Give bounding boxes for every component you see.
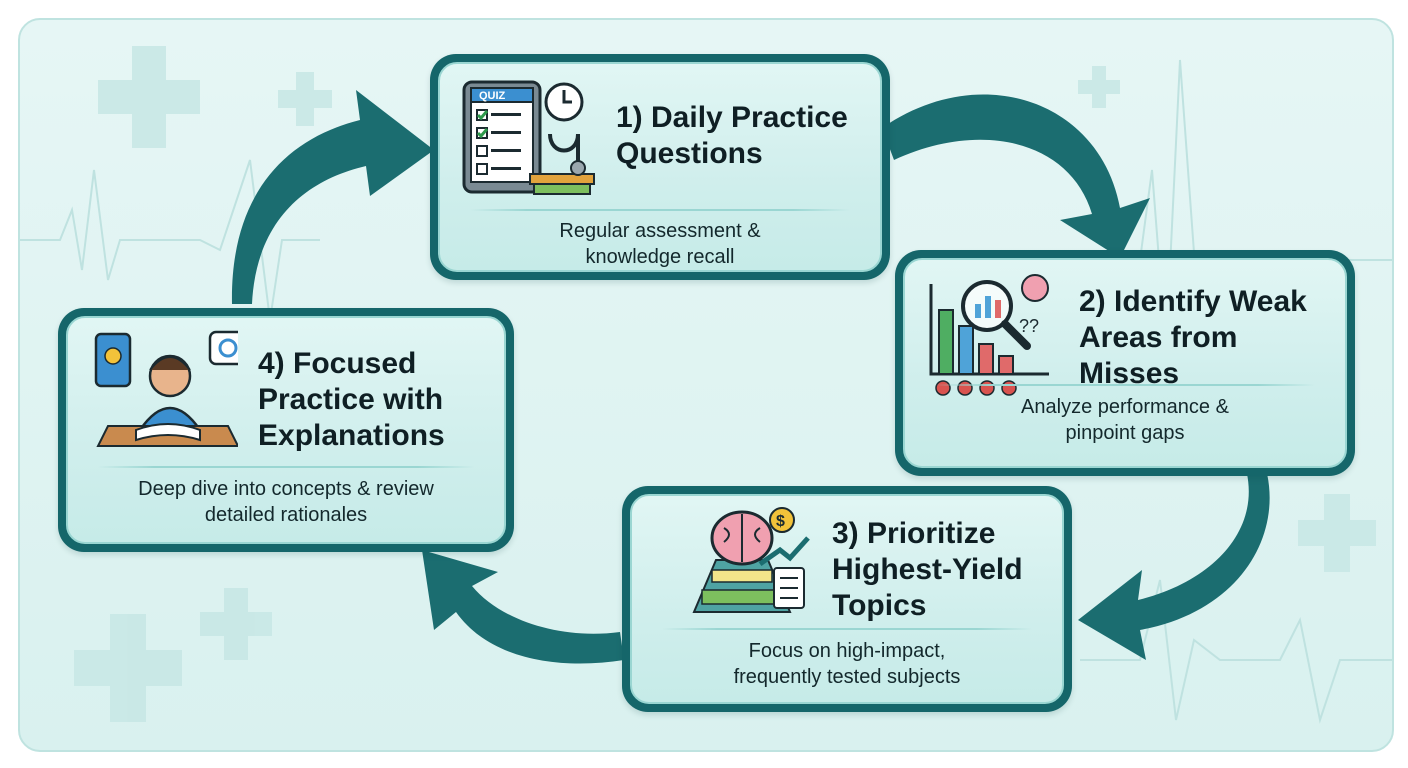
step-3-title: 3) Prioritize Highest-Yield Topics <box>832 517 1023 622</box>
arrow-step1-to-step2 <box>882 94 1150 258</box>
currency-symbol: $ <box>776 513 785 530</box>
step-3-card: $ 3) Prioritize Highest-Yield Topics Foc… <box>622 486 1072 712</box>
step-2-divider <box>935 384 1315 386</box>
question-marks: ?? <box>1019 316 1039 336</box>
step-3-divider <box>662 628 1032 630</box>
quiz-tablet-stethoscope-icon: QUIZ <box>462 80 595 195</box>
arrow-step4-to-step1 <box>231 90 434 304</box>
step-4-card: 4) Focused Practice with Explanations De… <box>58 308 514 552</box>
bar-chart-magnifier-icon: ?? <box>929 274 1049 396</box>
step-1-title: 1) Daily Practice Questions <box>616 101 848 170</box>
cycle-arrows <box>231 90 1270 664</box>
brain-pyramid-icon: $ <box>692 507 810 613</box>
medical-cross-icon <box>98 46 200 148</box>
medical-cross-icon <box>1298 494 1376 572</box>
step-4-title: 4) Focused Practice with Explanations <box>258 347 445 452</box>
quiz-label: QUIZ <box>479 90 506 102</box>
step-3-description: Focus on high-impact, frequently tested … <box>733 640 961 688</box>
step-4-description: Deep dive into concepts & review detaile… <box>138 478 434 526</box>
student-studying-icon <box>94 330 238 447</box>
step-2-card: ?? 2) Identify Weak Areas from Misses An… <box>895 250 1355 476</box>
step-2-description: Analyze performance & pinpoint gaps <box>1021 396 1229 444</box>
diagram-canvas: QUIZ 1) Daily Practice Questions <box>18 18 1394 752</box>
medical-cross-icon <box>200 588 272 660</box>
step-1-description: Regular assessment & knowledge recall <box>559 220 761 268</box>
step-1-card: QUIZ 1) Daily Practice Questions <box>430 54 890 280</box>
step-4-divider <box>98 466 474 468</box>
step-2-title: 2) Identify Weak Areas from Misses <box>1079 285 1307 390</box>
arrow-step3-to-step4 <box>422 550 624 664</box>
step-1-divider <box>470 209 850 211</box>
medical-cross-icon <box>74 614 182 722</box>
arrow-step2-to-step3 <box>1078 452 1270 660</box>
medical-cross-icon <box>278 72 332 126</box>
medical-cross-icon <box>1078 66 1120 108</box>
